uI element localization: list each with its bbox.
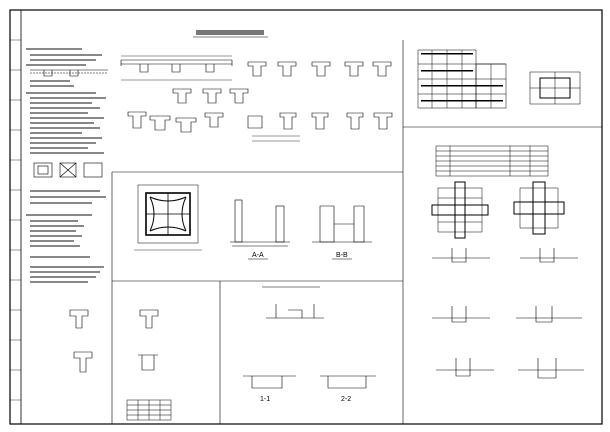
section-2-2-detail [320, 375, 376, 389]
slab-plan-bars [421, 53, 503, 102]
trench-section [266, 304, 324, 319]
section-1-1-label: 1-1 [260, 396, 270, 403]
column-cross-detail-right [513, 181, 565, 235]
notes-sketch-slab [30, 69, 108, 77]
general-notes-text [26, 48, 106, 283]
bottom-left-details [69, 309, 159, 373]
beam-elevation [120, 55, 233, 81]
notes-sketch-openings [33, 162, 103, 178]
section-a-a-title: A-A [252, 252, 264, 259]
beam-sections-row1 [247, 61, 392, 77]
sheet-title [193, 30, 268, 38]
reinforcement-table [126, 399, 172, 421]
section-b-b-detail [312, 205, 372, 243]
opening-plan [134, 184, 202, 251]
section-1-1-title: 1-1 [260, 396, 270, 403]
column-plan-detail [529, 71, 581, 105]
section-a-a-detail [230, 199, 290, 247]
beam-sections-row3 [127, 111, 393, 142]
section-b-b-title: B-B [336, 252, 348, 259]
right-table [435, 145, 549, 177]
right-beam-sections [432, 248, 584, 379]
column-cross-detail-left [431, 181, 489, 239]
section-1-1-detail [243, 375, 296, 389]
section-2-2-label: 2-2 [341, 396, 351, 403]
section-a-a-label: A-A [248, 252, 268, 260]
section-b-b-label: B-B [332, 252, 352, 260]
beam-sections-row2 [172, 88, 249, 104]
sheet-frame [9, 9, 603, 425]
section-2-2-title: 2-2 [341, 396, 351, 403]
slab-reinforcement-plan [417, 49, 507, 109]
